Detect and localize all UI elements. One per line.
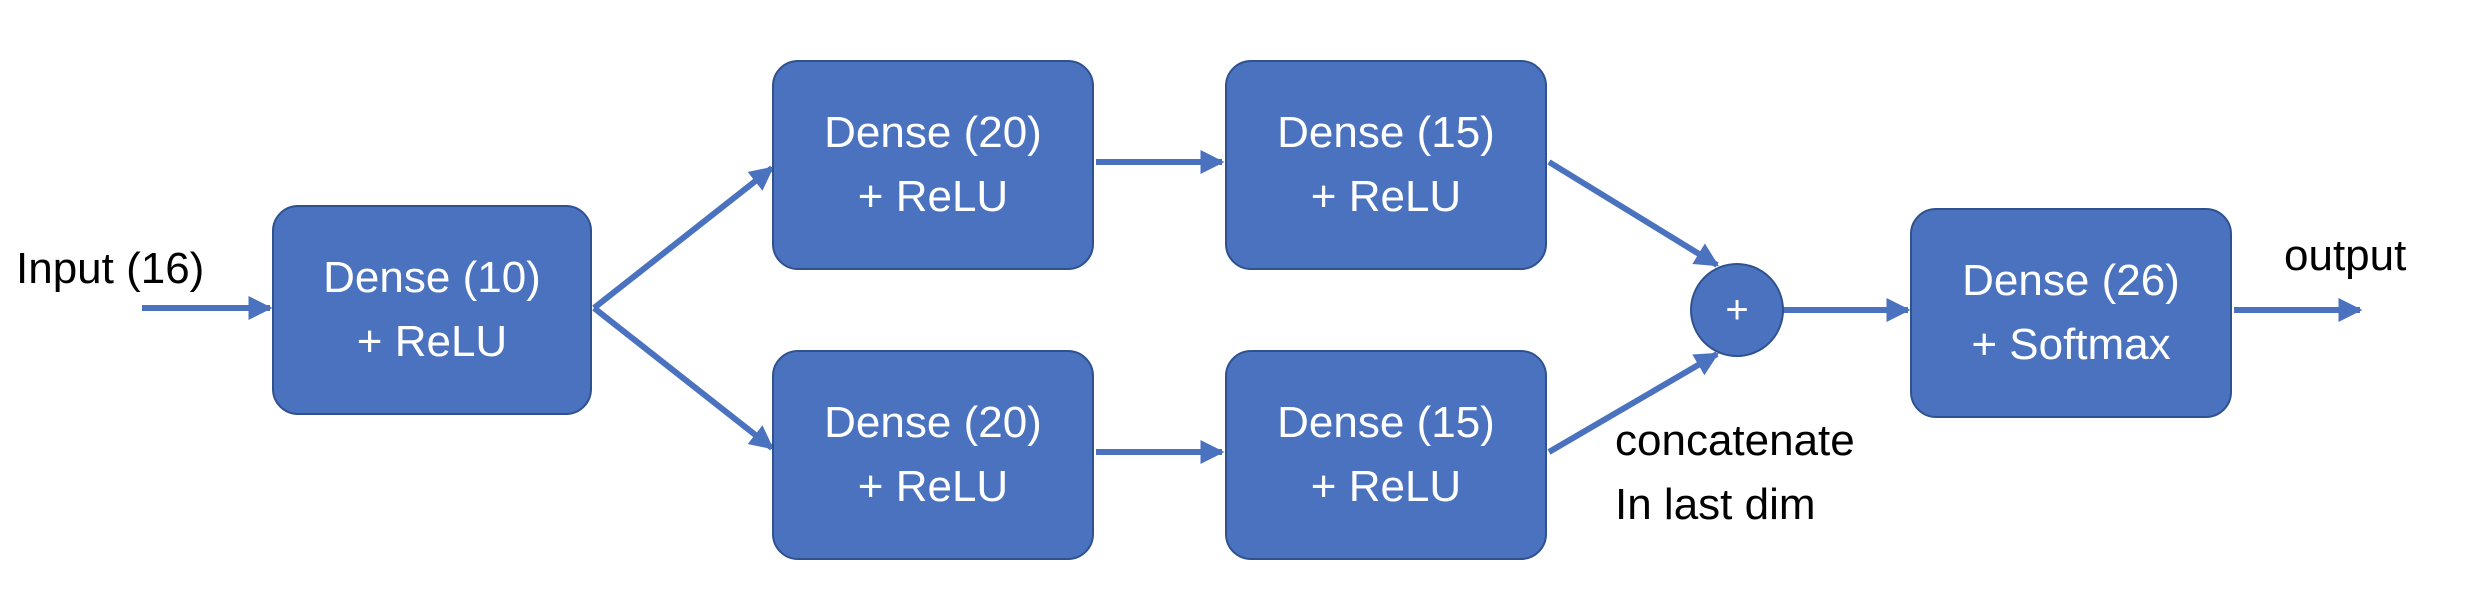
dense-26-title: Dense (26) — [1962, 256, 2180, 305]
dense-20-top-title: Dense (20) — [824, 108, 1042, 157]
dense-15-bottom-title: Dense (15) — [1277, 398, 1495, 447]
concatenate-note-line1: concatenate — [1615, 416, 1855, 465]
dense-15-top-block: Dense (15) + ReLU — [1225, 60, 1547, 270]
arrow-top15-to-merge — [1547, 159, 1720, 268]
arrow-dense10-to-top20 — [592, 165, 774, 311]
dense-20-top-activation: + ReLU — [857, 172, 1009, 221]
concatenate-node: + — [1690, 263, 1784, 357]
dense-26-block: Dense (26) + Softmax — [1910, 208, 2232, 418]
output-label: output — [2284, 231, 2407, 280]
dense-15-top-title: Dense (15) — [1277, 108, 1495, 157]
dense-15-top-activation: + ReLU — [1310, 172, 1462, 221]
dense-10-title: Dense (10) — [323, 253, 541, 302]
arrow-bot15-to-merge — [1547, 351, 1720, 455]
dense-15-bottom-block: Dense (15) + ReLU — [1225, 350, 1547, 560]
concatenate-note-line2: In last dim — [1615, 480, 1816, 529]
dense-20-bottom-title: Dense (20) — [824, 398, 1042, 447]
dense-26-activation: + Softmax — [1971, 320, 2171, 369]
dense-15-bottom-activation: + ReLU — [1310, 462, 1462, 511]
input-label: Input (16) — [16, 244, 205, 293]
dense-20-bottom-activation: + ReLU — [857, 462, 1009, 511]
dense-20-top-block: Dense (20) + ReLU — [772, 60, 1094, 270]
dense-10-activation: + ReLU — [356, 317, 508, 366]
arrow-dense10-to-bot20 — [592, 305, 774, 451]
dense-20-bottom-block: Dense (20) + ReLU — [772, 350, 1094, 560]
dense-10-block: Dense (10) + ReLU — [272, 205, 592, 415]
